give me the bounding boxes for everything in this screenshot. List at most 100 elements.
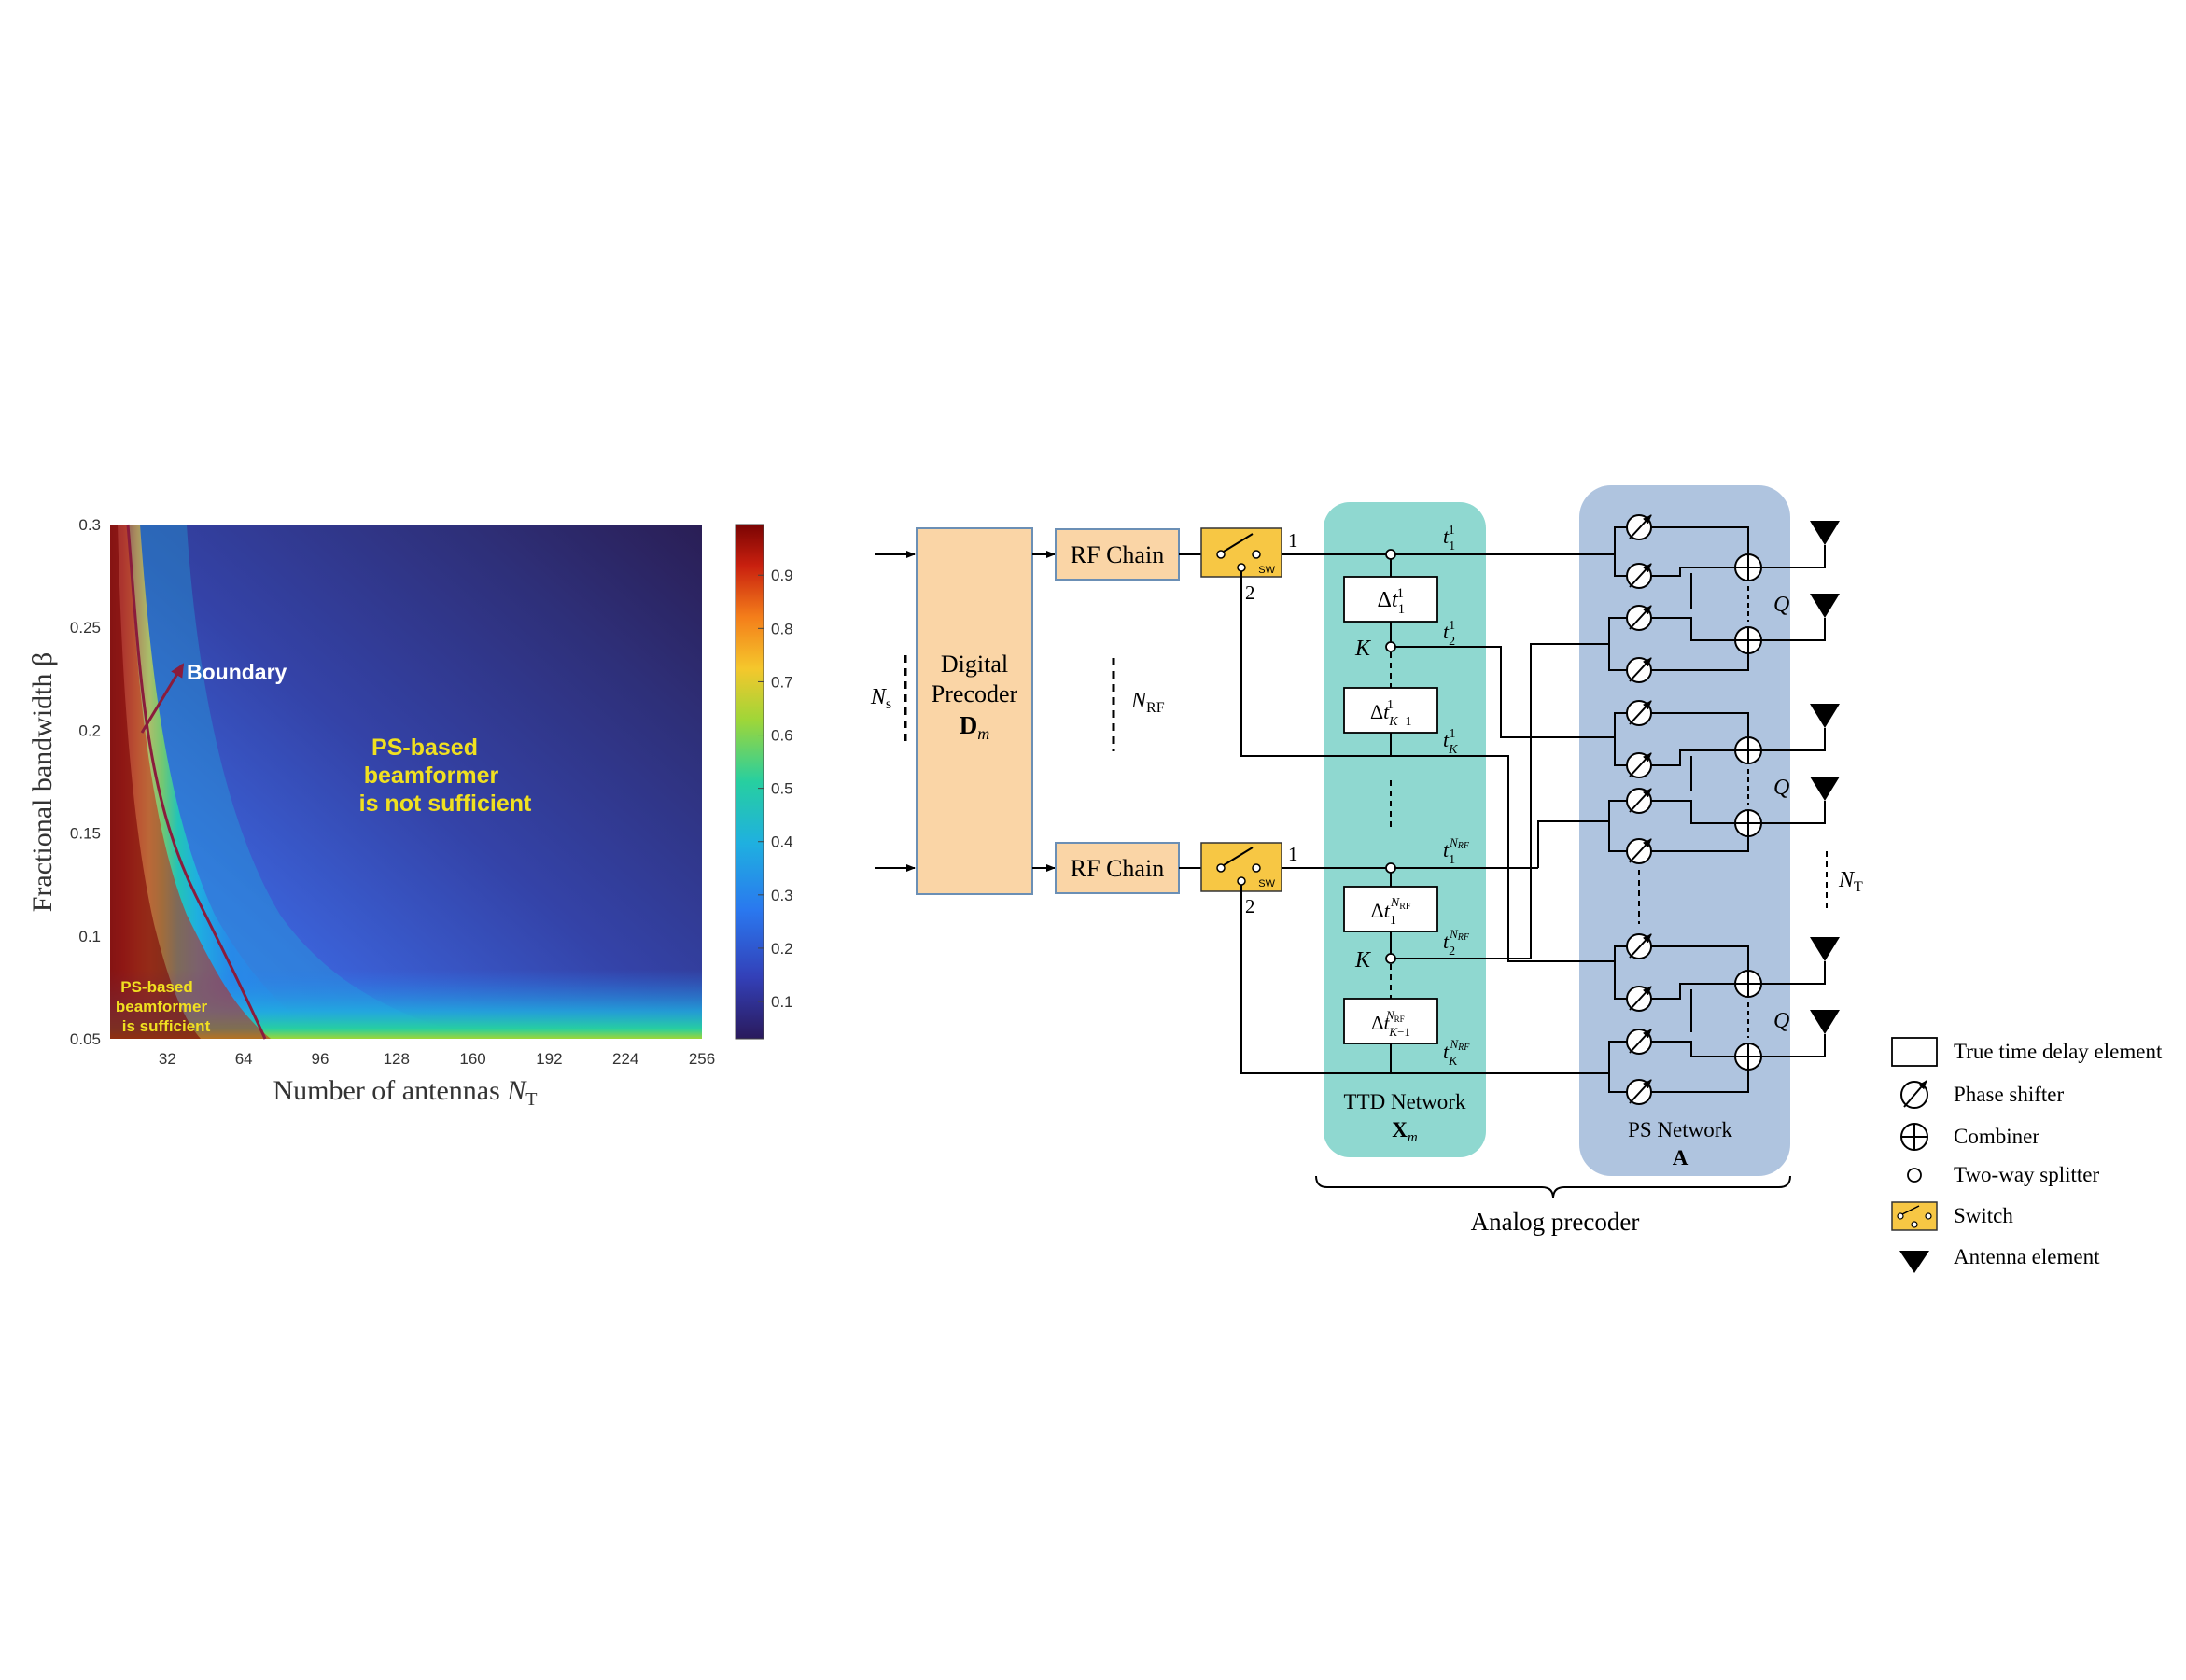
phase-shifter-icon [1626, 657, 1652, 683]
phase-shifter-icon [1626, 788, 1652, 814]
y-tick-label: 0.3 [78, 516, 101, 534]
ps-network-symbol: A [1673, 1146, 1689, 1169]
y-tick-label: 0.1 [78, 928, 101, 945]
colorbar-tick-label: 0.4 [771, 833, 793, 851]
ps-wire [1761, 961, 1826, 985]
ps-network-label: PS Network [1628, 1118, 1732, 1141]
sufficient-label-1: PS-based [120, 978, 192, 996]
ttd-network-label: TTD Network [1344, 1090, 1466, 1113]
ps-wire [1651, 567, 1735, 577]
ps-wire [1614, 554, 1627, 577]
phase-shifter-icon [1626, 752, 1652, 778]
legend-label-antenna: Antenna element [1954, 1245, 2100, 1268]
combiner-icon [1734, 553, 1762, 581]
x-tick-label: 64 [235, 1050, 253, 1068]
ps-wire [1651, 749, 1735, 766]
precoder-diagram: Ns Digital Precoder Dm RF Chain RF Chain… [870, 485, 1863, 1236]
antenna-icon [1810, 777, 1840, 801]
phase-shifter-icon [1626, 1029, 1652, 1055]
combiner-icon [1734, 736, 1762, 764]
rf-chain-top [1055, 528, 1180, 581]
ps-wire [1761, 728, 1826, 751]
ps-wire [1651, 653, 1749, 671]
ps-wire [1761, 618, 1826, 641]
colorbar-tick-label: 0.9 [771, 567, 793, 584]
q-label: Q [1773, 593, 1789, 617]
ps-wire [1614, 737, 1627, 766]
ps-wire [1608, 1073, 1627, 1093]
sufficient-label-2: beamformer [116, 998, 208, 1015]
digital-precoder-label-2: Precoder [932, 680, 1018, 707]
svg-text:SW: SW [1258, 878, 1275, 889]
combiner-icon [1734, 970, 1762, 998]
ps-wire [1602, 1041, 1627, 1074]
x-tick-label: 128 [384, 1050, 410, 1068]
sufficient-label-3: is sufficient [122, 1017, 211, 1035]
colorbar-tick-label: 0.5 [771, 780, 793, 798]
combiner-icon [1900, 1123, 1928, 1151]
heatmap-plot: Boundary PS-based beamformer is not suff… [27, 516, 793, 1110]
ps-wire [1761, 1034, 1826, 1057]
colorbar [735, 524, 764, 1040]
switch-bottom-port-1: 1 [1288, 843, 1298, 865]
antenna-icon [1810, 704, 1840, 728]
ps-wire [1651, 945, 1749, 971]
ttd-element-1-1-label: Δt11 [1377, 586, 1404, 617]
phase-shifter-icon [1626, 986, 1652, 1012]
nt-label: NT [1838, 868, 1863, 895]
phase-shifter-icon [1626, 700, 1652, 726]
phase-shifter-icon [1626, 1079, 1652, 1105]
colorbar-tick-label: 0.1 [771, 993, 793, 1011]
ps-wire [1602, 712, 1627, 738]
splitter-icon [1907, 1168, 1922, 1183]
boundary-arrow [140, 663, 185, 734]
ttd-element-icon [1891, 1037, 1938, 1067]
q-label: Q [1773, 1009, 1789, 1033]
ps-wire [1761, 801, 1826, 824]
phase-shifter-icon [1626, 838, 1652, 864]
ttd-splitter-4 [1385, 953, 1396, 964]
switch-bottom-port-2: 2 [1245, 895, 1255, 917]
boundary-curve [126, 524, 267, 1040]
ttd-network-symbol: Xm [1392, 1118, 1418, 1145]
x-axis-label: Number of antennas NT [273, 1075, 538, 1110]
rf-chain-bottom-label: RF Chain [1071, 855, 1164, 882]
switch-top: SW [1200, 527, 1282, 578]
ps-wire [1602, 945, 1627, 962]
phase-shifter-icon [1900, 1080, 1928, 1109]
phase-shifter-icon [1626, 605, 1652, 631]
tap-t12 [1395, 646, 1602, 738]
colorbar-ticks: 0.10.20.30.40.50.60.70.80.9 [758, 567, 793, 1011]
x-tick-label: 160 [459, 1050, 485, 1068]
ps-network-elements: Q Q Q [1602, 514, 1840, 1105]
not-sufficient-label-2: beamformer [364, 763, 499, 789]
antenna-icon [1810, 521, 1840, 545]
antenna-icon [1810, 594, 1840, 618]
ps-wire [1651, 617, 1735, 641]
colorbar-tick-label: 0.2 [771, 940, 793, 958]
x-tick-label: 224 [612, 1050, 638, 1068]
k-label-bottom: K [1354, 948, 1372, 973]
phase-shifter-icon [1626, 514, 1652, 540]
combiner-icon [1734, 809, 1762, 837]
phase-shifter-icon [1626, 933, 1652, 959]
k-label-top: K [1354, 637, 1372, 661]
legend-label-combiner: Combiner [1954, 1125, 2039, 1148]
q-label: Q [1773, 776, 1789, 800]
ps-wire [1608, 644, 1627, 671]
y-tick-label: 0.05 [70, 1030, 101, 1048]
ttd-element-1-k [1343, 687, 1438, 734]
antenna-icon [1810, 937, 1840, 961]
switch-top-port-1: 1 [1288, 529, 1298, 552]
y-axis-label: Fractional bandwidth β [27, 652, 58, 913]
sw-bottom-path2 [1240, 885, 1602, 1074]
colorbar-tick-label: 0.7 [771, 673, 793, 691]
ps-wire [1602, 526, 1627, 555]
x-tick-label: 96 [312, 1050, 329, 1068]
switch-bottom: SW [1200, 842, 1282, 892]
digital-precoder-label-1: Digital [941, 651, 1008, 678]
legend-label-ttd-element: True time delay element [1954, 1040, 2163, 1063]
